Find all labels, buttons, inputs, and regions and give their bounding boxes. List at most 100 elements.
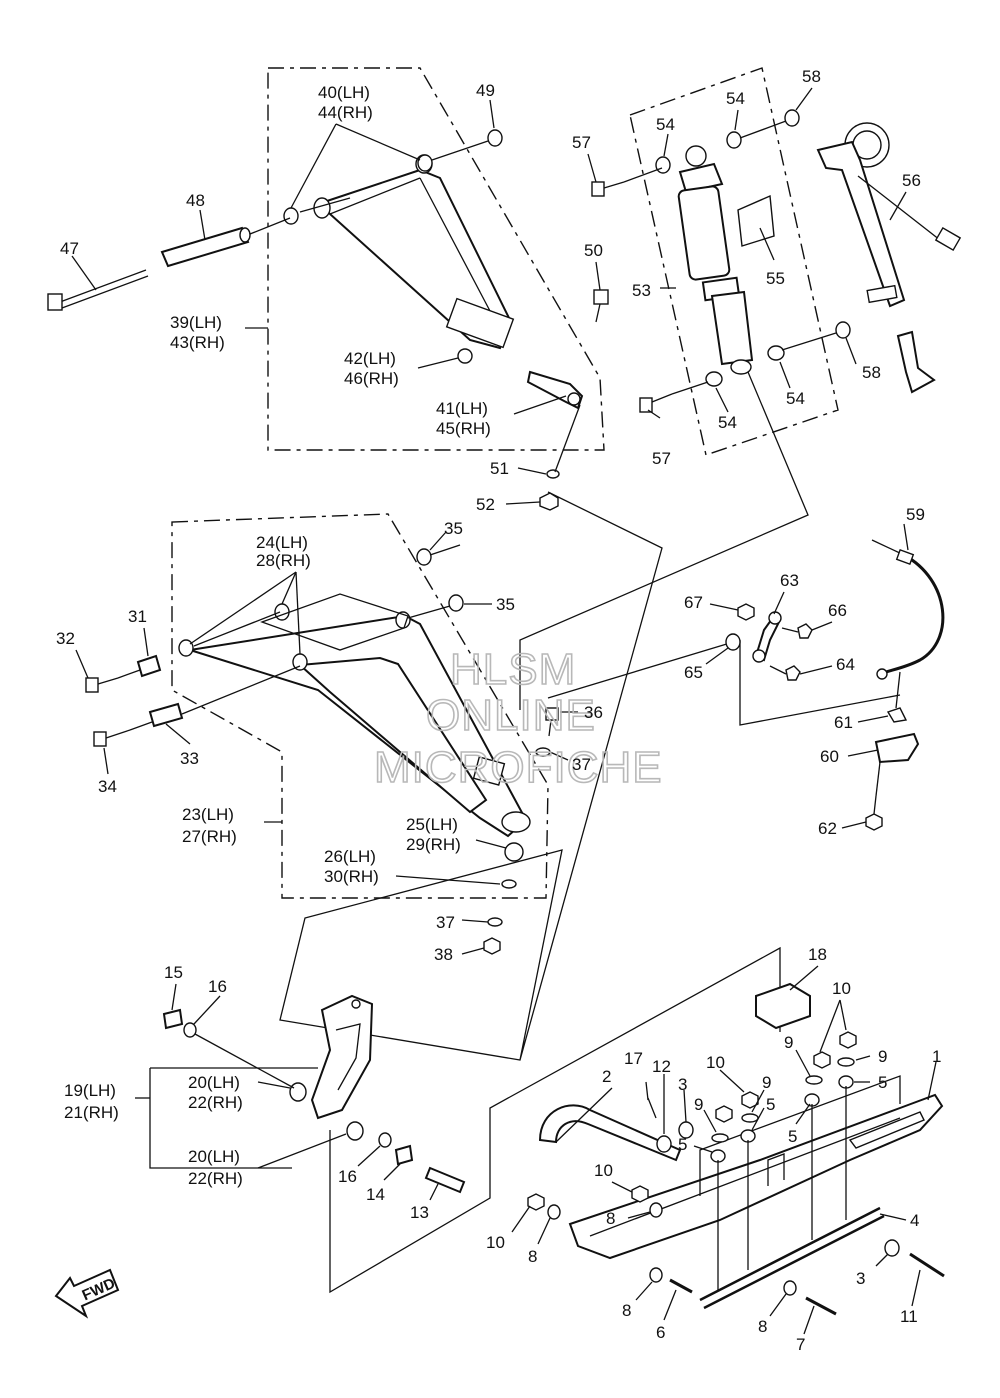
callout-8: 8 <box>758 1317 767 1336</box>
callout-59: 59 <box>906 505 925 524</box>
callout-22-rh: 22(RH) <box>188 1093 243 1112</box>
bolt-66 <box>781 623 813 639</box>
stabilizer-link-63 <box>752 611 782 663</box>
callout-10: 10 <box>594 1161 613 1180</box>
callout-16: 16 <box>338 1167 357 1186</box>
bushing-40-44-a <box>283 207 299 225</box>
callout-37: 37 <box>572 755 591 774</box>
callout-9: 9 <box>762 1073 771 1092</box>
callout-57: 57 <box>572 133 591 152</box>
callout-54: 54 <box>786 389 805 408</box>
bolt-50 <box>593 289 609 323</box>
callout-10: 10 <box>706 1053 725 1072</box>
callout-9: 9 <box>784 1033 793 1052</box>
collar-31 <box>136 654 162 678</box>
collar-33 <box>148 702 184 728</box>
lower-a-arm <box>178 603 531 838</box>
callout-62: 62 <box>818 819 837 838</box>
callout-42-lh: 42(LH) <box>344 349 396 368</box>
callout-17: 17 <box>624 1049 643 1068</box>
collar-14 <box>394 1144 414 1166</box>
callout-25-lh: 25(LH) <box>406 815 458 834</box>
clip-61 <box>886 707 908 723</box>
bushing-20-22-b <box>346 1121 364 1141</box>
runner-4 <box>699 1206 885 1310</box>
watermark-line-3: MICROFICHE <box>374 743 663 792</box>
callout-38: 38 <box>434 945 453 964</box>
callout-32: 32 <box>56 629 75 648</box>
callout-8: 8 <box>622 1301 631 1320</box>
nut-38 <box>483 937 501 955</box>
callout-57: 57 <box>652 449 671 468</box>
sleeve-55 <box>737 194 775 247</box>
fwd-arrow-icon: FWD <box>54 1268 120 1319</box>
bolt-57-a <box>591 181 625 197</box>
callout-41-lh: 41(LH) <box>436 399 488 418</box>
callout-3: 3 <box>678 1075 687 1094</box>
leader-tie-rod <box>547 639 741 699</box>
callout-52: 52 <box>476 495 495 514</box>
callout-26-lh: 26(LH) <box>324 847 376 866</box>
upper-arm-outline <box>267 67 605 451</box>
callout-18: 18 <box>808 945 827 964</box>
callout-54: 54 <box>656 115 675 134</box>
callout-15: 15 <box>164 963 183 982</box>
callout-67: 67 <box>684 593 703 612</box>
callout-23-lh: 23(LH) <box>182 805 234 824</box>
callout-60: 60 <box>820 747 839 766</box>
callout-46-rh: 46(RH) <box>344 369 399 388</box>
ski-1 <box>568 1075 944 1260</box>
bushing-54-d <box>767 345 785 361</box>
callout-43-rh: 43(RH) <box>170 333 225 352</box>
shock-pump-56 <box>816 122 962 394</box>
callout-9: 9 <box>878 1047 887 1066</box>
callout-34: 34 <box>98 777 117 796</box>
callout-20-lh: 20(LH) <box>188 1073 240 1092</box>
callout-2: 2 <box>602 1067 611 1086</box>
callout-33: 33 <box>180 749 199 768</box>
shock-absorber-53 <box>677 145 754 375</box>
nut-52 <box>539 492 559 511</box>
watermark-line-2: ONLINE <box>426 691 596 740</box>
callout-11: 11 <box>900 1307 918 1326</box>
handle-2 <box>538 1104 682 1162</box>
callout-20-lh: 20(LH) <box>188 1147 240 1166</box>
callout-19-lh: 19(LH) <box>64 1081 116 1100</box>
callout-22-rh: 22(RH) <box>188 1169 243 1188</box>
callout-53: 53 <box>632 281 651 300</box>
bushing-20-22-a <box>289 1082 307 1102</box>
callout-8: 8 <box>528 1247 537 1266</box>
callout-39-lh: 39(LH) <box>170 313 222 332</box>
bolt-62 <box>865 795 883 831</box>
callout-8: 8 <box>606 1209 615 1228</box>
shock-outline <box>629 67 839 456</box>
collar-35-b <box>448 594 464 612</box>
bolt-57-b <box>639 393 673 413</box>
callout-44-rh: 44(RH) <box>318 103 373 122</box>
bushing-40-44-b <box>417 154 433 172</box>
callout-13: 13 <box>410 1203 429 1222</box>
callout-48: 48 <box>186 191 205 210</box>
washer-16-b <box>378 1132 392 1148</box>
callout-50: 50 <box>584 241 603 260</box>
bracket-60 <box>874 732 920 764</box>
washer-51 <box>546 469 560 479</box>
callout-1: 1 <box>932 1047 941 1066</box>
bolt-13 <box>424 1166 466 1194</box>
watermark-line-1: HLSM <box>450 645 576 694</box>
callout-10: 10 <box>486 1233 505 1252</box>
nut-42-46 <box>457 348 473 364</box>
callout-4: 4 <box>910 1211 919 1230</box>
bolt-36 <box>545 707 559 737</box>
collar-65 <box>725 633 741 651</box>
bushing-54-c <box>705 371 723 387</box>
callouts: 1 2 3 3 4 5 5 5 5 6 7 8 8 8 8 9 9 9 9 10… <box>56 67 941 1354</box>
bushing-54-a <box>655 156 671 174</box>
bolt-34 <box>93 729 131 747</box>
callout-49: 49 <box>476 81 495 100</box>
lower-arm-outline <box>171 513 549 899</box>
ball-joint-25-29 <box>504 842 524 862</box>
callout-5: 5 <box>766 1095 775 1114</box>
callout-65: 65 <box>684 663 703 682</box>
